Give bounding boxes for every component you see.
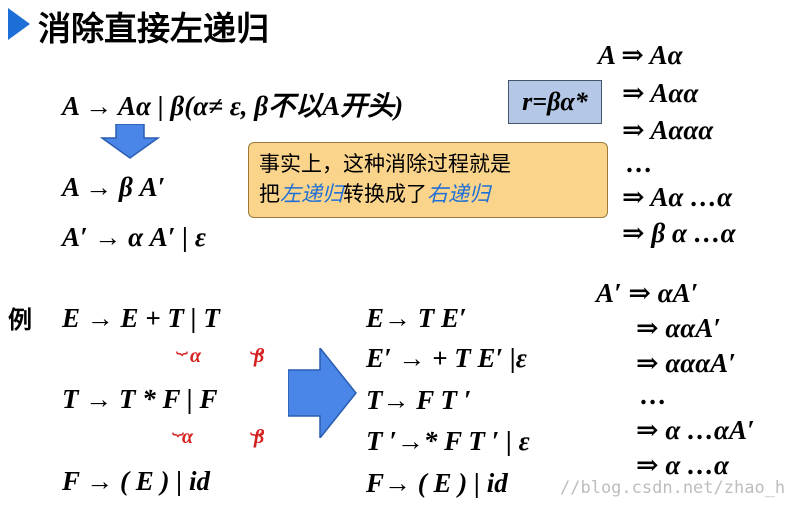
ex-left-t: T → T * F | F xyxy=(62,384,218,414)
deriv-bottom-5: ⇒ α …α xyxy=(636,450,729,480)
deriv-top-1: ⇒ Aαα xyxy=(622,78,699,108)
right-arrow-icon xyxy=(288,348,357,438)
rule-left-recursive: A → Aα | β(α≠ ε, β不以A开头) xyxy=(62,91,404,121)
rule-a: A → β A′ xyxy=(62,172,166,202)
ex-right-2: T→ F T ′ xyxy=(366,385,472,415)
deriv-top-0: A ⇒ Aα xyxy=(598,40,683,70)
ex-right-1: E′ → + T E′ |ε xyxy=(366,343,527,373)
deriv-bottom-2: ⇒ αααA′ xyxy=(636,348,736,378)
alpha-label-2: α xyxy=(182,426,194,448)
alpha-brace-2: ⏟ xyxy=(172,412,184,436)
alpha-brace-1: ⏟ xyxy=(176,331,188,355)
ex-right-4: F→ ( E ) | id xyxy=(366,468,508,498)
note-box: 事实上，这种消除过程就是 把左递归转换成了右递归 xyxy=(248,142,608,218)
page-title: 消除直接左递归 xyxy=(38,9,269,48)
regex-box: r=βα* xyxy=(508,80,602,124)
deriv-top-4: ⇒ Aα …α xyxy=(622,182,733,212)
ex-right-3: T ′→* F T ′ | ε xyxy=(366,426,530,456)
watermark: //blog.csdn.net/zhao_h xyxy=(560,478,786,498)
alpha-label-1: α xyxy=(190,345,202,367)
note-line1: 事实上，这种消除过程就是 xyxy=(259,152,511,176)
example-label: 例 xyxy=(8,306,32,334)
ex-left-e: E → E + T | T xyxy=(62,303,220,333)
deriv-bottom-0: A′ ⇒ αA′ xyxy=(596,278,699,308)
deriv-bottom-1: ⇒ ααA′ xyxy=(636,313,721,343)
beta-brace-2: ⏟ xyxy=(250,412,262,436)
deriv-bottom-3: … xyxy=(640,380,667,410)
ex-left-f: F → ( E ) | id xyxy=(62,466,210,496)
deriv-bottom-4: ⇒ α …αA′ xyxy=(636,415,755,445)
down-arrow-icon xyxy=(100,124,160,159)
beta-label-2: β xyxy=(254,426,265,448)
deriv-top-5: ⇒ β α …α xyxy=(622,218,736,248)
beta-brace-1: ⏟ xyxy=(250,331,262,355)
note-left-recursion: 左递归 xyxy=(280,182,343,206)
title-triangle-icon xyxy=(8,8,30,40)
note-right-recursion: 右递归 xyxy=(427,182,490,206)
rule-a-prime: A′ → α A′ | ε xyxy=(62,222,206,252)
deriv-top-3: … xyxy=(626,148,653,178)
note-line2: 把左递归转换成了右递归 xyxy=(259,182,490,206)
deriv-top-2: ⇒ Aααα xyxy=(622,115,714,145)
beta-label-1: β xyxy=(254,345,265,367)
ex-right-0: E→ T E′ xyxy=(366,303,467,333)
